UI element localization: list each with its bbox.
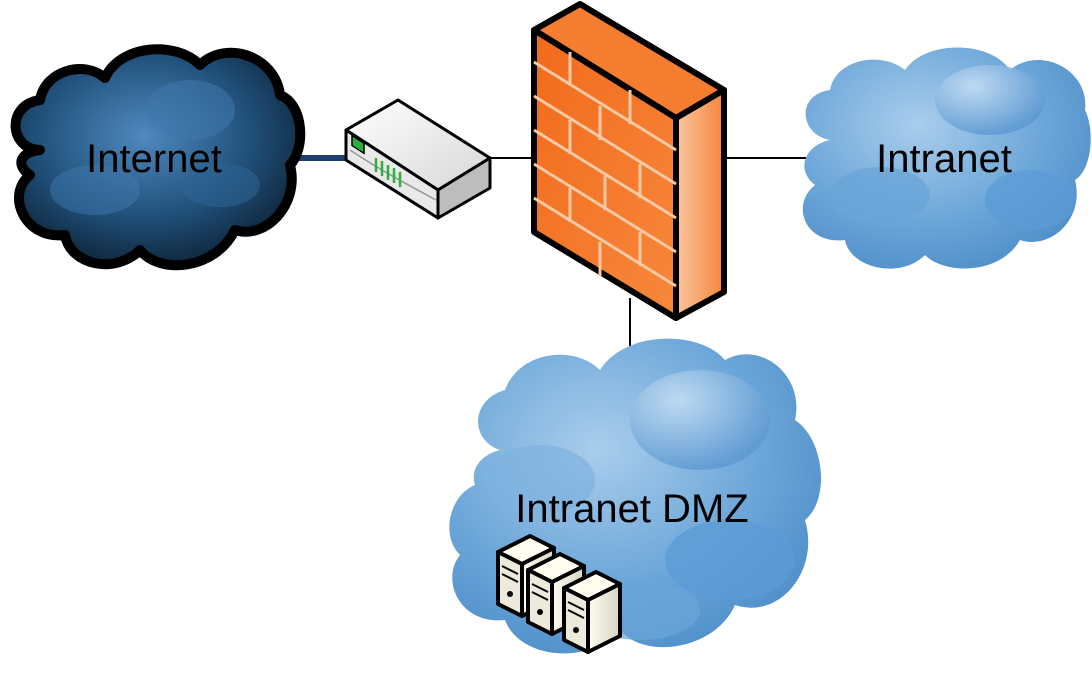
internet-cloud[interactable]: Internet: [10, 44, 306, 271]
dmz-label: Intranet DMZ: [515, 487, 748, 531]
brick-firewall-icon: [531, 1, 727, 321]
dmz-cloud[interactable]: Intranet DMZ: [449, 338, 822, 654]
intranet-label: Intranet: [876, 137, 1012, 181]
router-device[interactable]: [344, 98, 492, 220]
intranet-cloud[interactable]: Intranet: [802, 47, 1091, 269]
server-icon: [562, 570, 622, 654]
router-icon: [344, 98, 492, 220]
internet-label: Internet: [86, 137, 222, 181]
dark-cloud-icon: [10, 44, 306, 271]
firewall-device[interactable]: [531, 1, 727, 321]
cloud-icon: [802, 47, 1091, 269]
